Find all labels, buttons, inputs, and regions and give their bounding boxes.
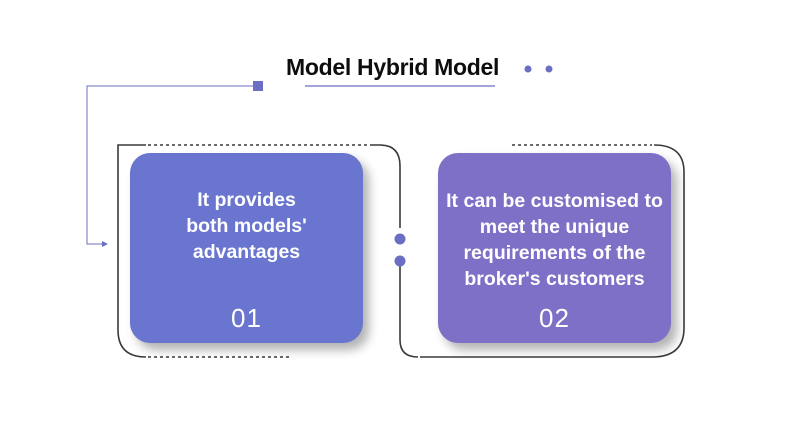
connector-square-marker	[253, 81, 263, 91]
card-2-number: 02	[539, 303, 570, 333]
card-2-text: It can be customised to meet the unique …	[446, 190, 663, 290]
card-1: It provides both models' advantages 01	[130, 153, 363, 343]
connector-line	[86, 85, 258, 247]
title-dot-1	[524, 65, 532, 73]
card-frame-left	[117, 144, 419, 358]
diagram-title: Model Hybrid Model	[286, 54, 500, 80]
card-frame-right	[420, 144, 685, 358]
link-dot-2	[394, 255, 406, 267]
link-dot-1	[394, 233, 406, 245]
card-2: It can be customised to meet the unique …	[438, 153, 671, 343]
card-1-text: It provides both models' advantages	[186, 189, 307, 263]
card-1-number: 01	[231, 303, 262, 333]
title-dot-2	[545, 65, 553, 73]
